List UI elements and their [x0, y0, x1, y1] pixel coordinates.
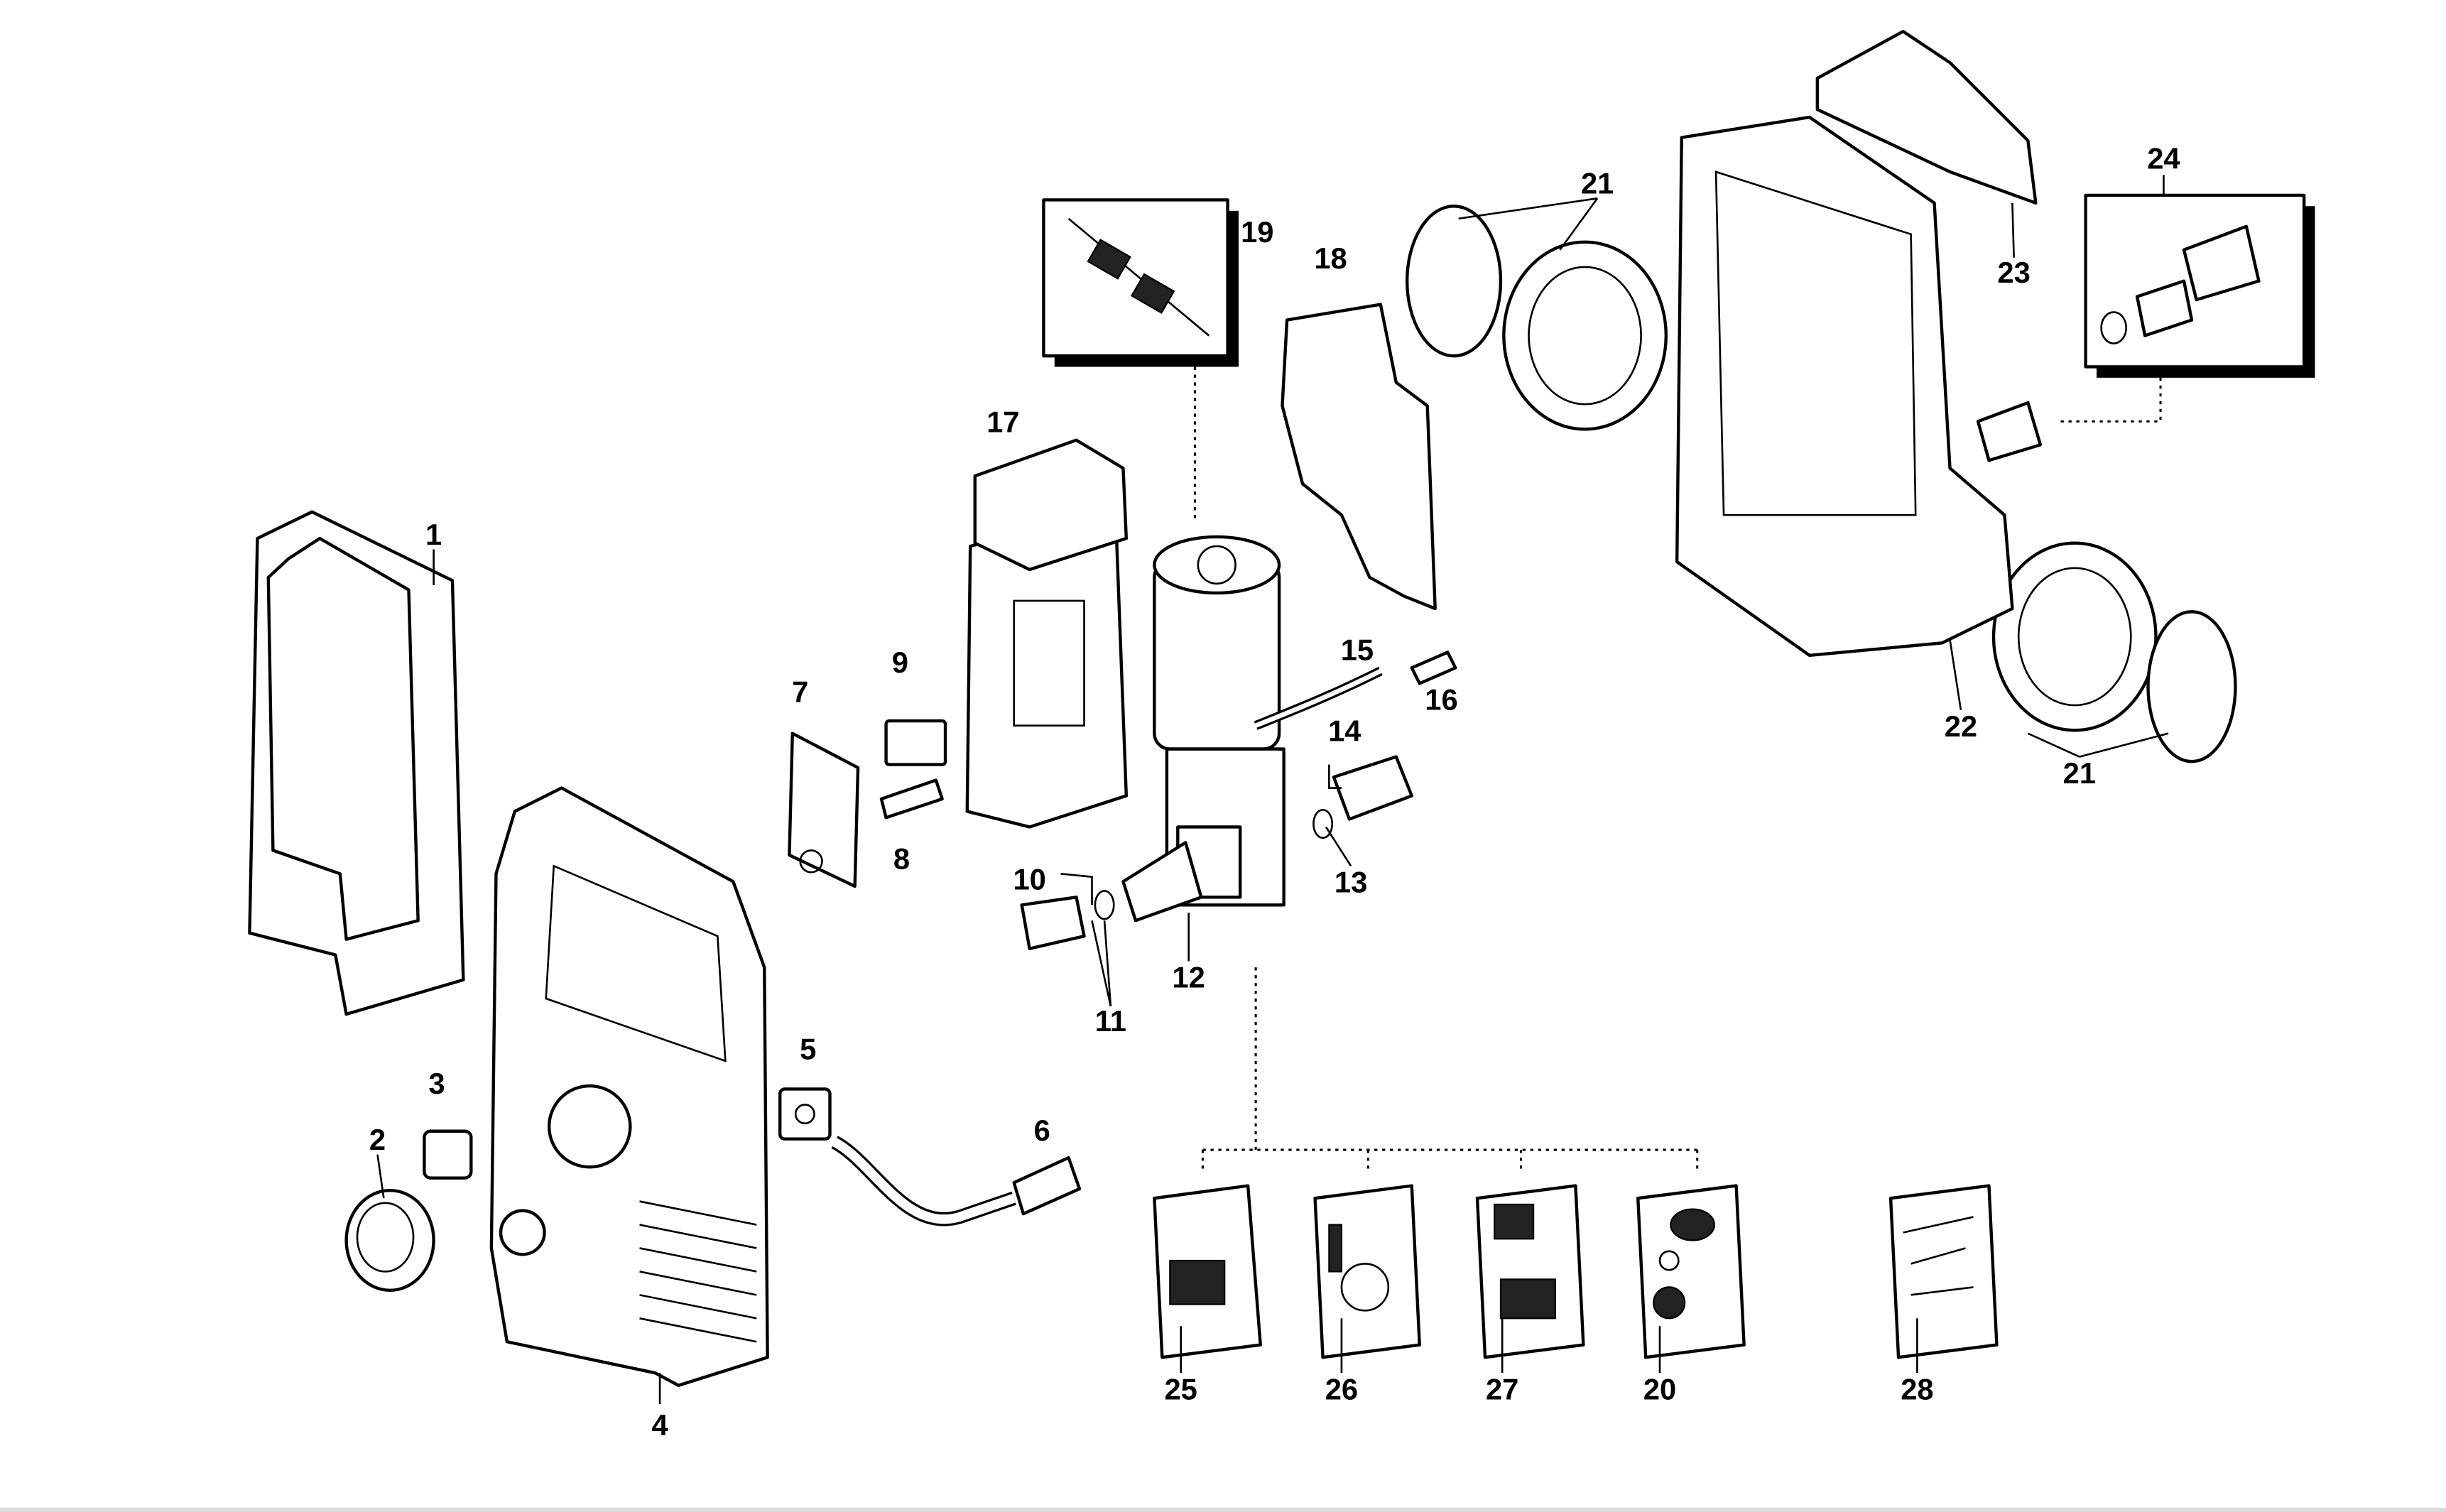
part-11 — [1020, 890, 1115, 950]
label-21-bottom: 21 — [2063, 756, 2096, 790]
kit-25 — [1153, 1184, 1262, 1359]
label-8: 8 — [893, 842, 910, 876]
part-19-brush-box — [1042, 198, 1239, 367]
label-28: 28 — [1901, 1373, 1933, 1406]
label-27: 27 — [1486, 1373, 1518, 1406]
kit-20 — [1636, 1184, 1746, 1359]
part-labels: 1 2 3 4 5 6 7 8 9 10 11 12 13 14 15 16 1… — [369, 142, 2180, 1442]
part-knob — [344, 1189, 435, 1292]
part-motor-cover — [965, 438, 1129, 829]
part-13 — [1312, 755, 1413, 839]
part-24-installed — [1976, 401, 2043, 462]
label-13: 13 — [1335, 866, 1367, 899]
part-12 — [1121, 841, 1203, 923]
label-21-top: 21 — [1581, 167, 1614, 200]
part-9 — [884, 719, 947, 766]
part-handle — [248, 510, 465, 1016]
part-8 — [879, 778, 944, 820]
label-18: 18 — [1314, 241, 1347, 275]
label-17: 17 — [986, 406, 1019, 439]
label-20: 20 — [1643, 1373, 1676, 1406]
label-26: 26 — [1325, 1373, 1358, 1406]
part-24-connector-box — [2084, 193, 2315, 378]
kit-26 — [1313, 1184, 1421, 1359]
label-25: 25 — [1164, 1373, 1197, 1406]
label-3: 3 — [428, 1067, 445, 1100]
part-7 — [788, 731, 860, 888]
label-22: 22 — [1945, 709, 1977, 743]
label-19: 19 — [1241, 215, 1273, 249]
part-16 — [1410, 651, 1457, 685]
label-16: 16 — [1425, 683, 1457, 717]
kit-27 — [1475, 1184, 1585, 1359]
part-10-clip — [1060, 873, 1093, 905]
part-main-housing — [489, 786, 769, 1387]
leader-lines — [376, 175, 2169, 1405]
part-14 — [1328, 764, 1342, 789]
label-4: 4 — [651, 1408, 668, 1442]
label-7: 7 — [792, 675, 808, 709]
label-1: 1 — [425, 518, 442, 551]
label-5: 5 — [800, 1033, 816, 1066]
label-2: 2 — [369, 1123, 386, 1156]
part-18 — [1281, 303, 1437, 611]
label-6: 6 — [1034, 1114, 1050, 1147]
part-23 — [1815, 30, 2038, 205]
label-23: 23 — [1997, 256, 2030, 289]
label-10: 10 — [1013, 862, 1045, 896]
part-3 — [423, 1129, 473, 1180]
label-11: 11 — [1095, 1004, 1126, 1038]
part-power-cable — [831, 1136, 1082, 1227]
part-frame — [1675, 115, 2014, 658]
label-24: 24 — [2147, 142, 2180, 175]
label-9: 9 — [892, 646, 908, 679]
part-15-hose — [1254, 666, 1383, 730]
part-wheel-bottom — [1991, 541, 2237, 763]
label-15: 15 — [1341, 633, 1374, 666]
part-5 — [778, 1087, 832, 1141]
label-12: 12 — [1172, 961, 1205, 994]
label-14: 14 — [1328, 714, 1361, 748]
part-wheel-top — [1405, 205, 1668, 431]
bottom-border — [0, 1508, 2446, 1512]
kit-28 — [1888, 1184, 1999, 1359]
